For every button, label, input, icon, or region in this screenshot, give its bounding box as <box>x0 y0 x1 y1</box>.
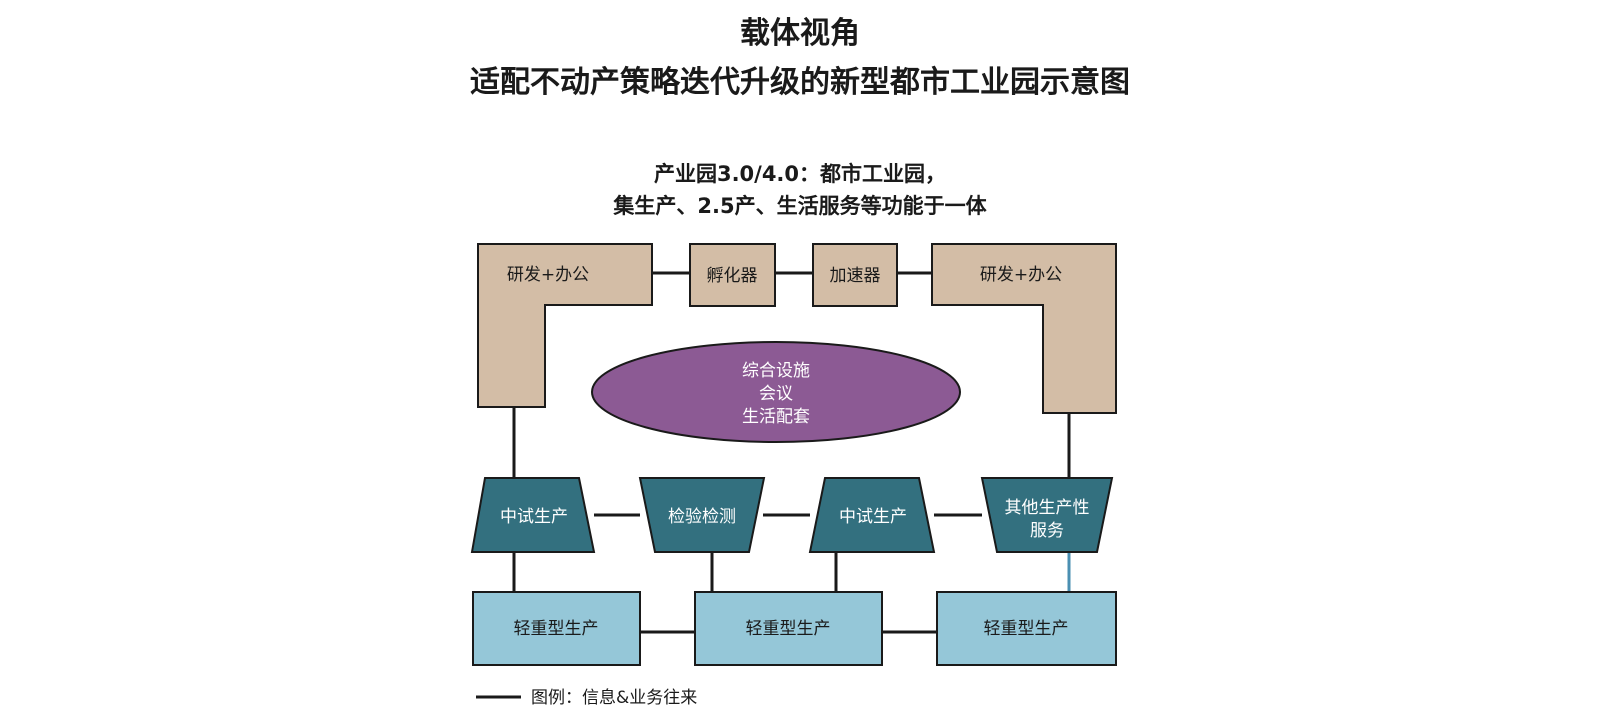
incubator-label: 孵化器 <box>707 266 758 286</box>
page-title-line1: 载体视角 <box>740 16 860 51</box>
rd-office-left-label: 研发+办公 <box>507 265 589 285</box>
diagram-subtitle-line1: 产业园3.0/4.0：都市工业园， <box>654 162 946 186</box>
other-services-label-line2: 服务 <box>1030 521 1064 541</box>
inspection-testing-shape <box>638 477 766 553</box>
pilot-production-1-shape <box>470 477 596 553</box>
accelerator-label: 加速器 <box>830 266 881 286</box>
incubator-box <box>689 243 776 307</box>
facilities-label-line3: 生活配套 <box>742 407 810 427</box>
pilot-production-2-label: 中试生产 <box>839 507 907 527</box>
rd-office-right-shape <box>931 243 1117 414</box>
pilot-production-1-label: 中试生产 <box>500 507 568 527</box>
light-heavy-production-2-box <box>694 591 883 666</box>
other-services-label-line1: 其他生产性 <box>1005 498 1090 518</box>
accelerator-box <box>812 243 898 307</box>
light-heavy-production-3-box <box>936 591 1117 666</box>
inspection-testing-label: 检验检测 <box>668 507 736 527</box>
facilities-ellipse <box>591 341 961 443</box>
facilities-label-line1: 综合设施 <box>742 361 810 381</box>
page-title-line2: 适配不动产策略迭代升级的新型都市工业园示意图 <box>470 65 1130 100</box>
light-heavy-production-1-box <box>472 591 641 666</box>
legend-label: 图例：信息&业务往来 <box>531 688 697 708</box>
other-services-shape <box>980 477 1114 553</box>
light-heavy-production-1-label: 轻重型生产 <box>514 619 599 639</box>
rd-office-left-shape <box>477 243 653 408</box>
rd-office-right-label: 研发+办公 <box>980 265 1062 285</box>
light-heavy-production-2-label: 轻重型生产 <box>746 619 831 639</box>
facilities-label-line2: 会议 <box>759 384 793 404</box>
connectors <box>512 271 1071 634</box>
diagram-subtitle-line2: 集生产、2.5产、生活服务等功能于一体 <box>612 194 987 218</box>
light-heavy-production-3-label: 轻重型生产 <box>984 619 1069 639</box>
pilot-production-2-shape <box>808 477 936 553</box>
